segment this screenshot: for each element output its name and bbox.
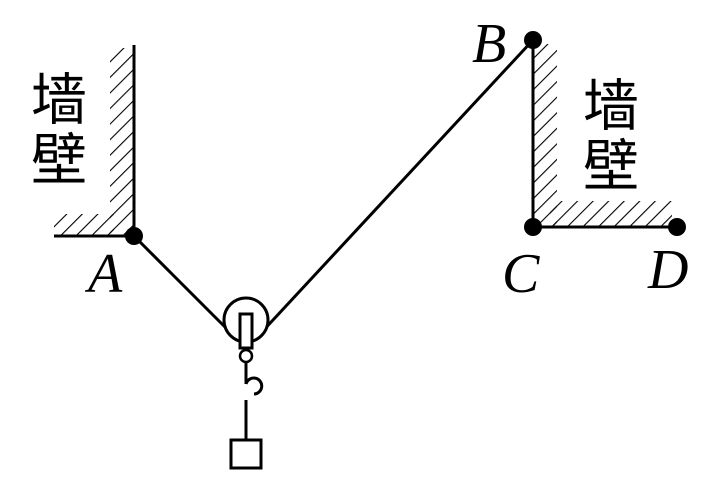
point-c	[524, 218, 542, 236]
hook-icon	[244, 376, 264, 396]
label-d: D	[647, 239, 688, 301]
right-wall	[531, 40, 677, 229]
left-wall-label: 墙壁	[22, 70, 87, 190]
right-wall-label: 墙壁	[574, 76, 639, 196]
point-b	[524, 31, 542, 49]
rope	[132, 38, 535, 336]
point-a	[125, 227, 143, 245]
right-wall-hatch-horizontal	[550, 201, 672, 227]
rope-segment-pulley-b	[258, 38, 535, 336]
pulley-assembly	[222, 296, 270, 470]
rope-segment-a-pulley	[132, 234, 234, 336]
label-b: B	[472, 13, 506, 75]
label-c: C	[502, 243, 540, 305]
left-wall-hatch-horizontal	[54, 214, 114, 236]
left-wall-hatch-vertical	[110, 48, 134, 236]
label-a: A	[84, 243, 123, 305]
pulley-bracket	[238, 312, 254, 350]
point-d	[668, 218, 686, 236]
right-wall-hatch-vertical	[533, 44, 557, 227]
hanging-weight	[229, 438, 263, 470]
hook-ring	[238, 348, 254, 364]
left-wall	[54, 45, 136, 238]
